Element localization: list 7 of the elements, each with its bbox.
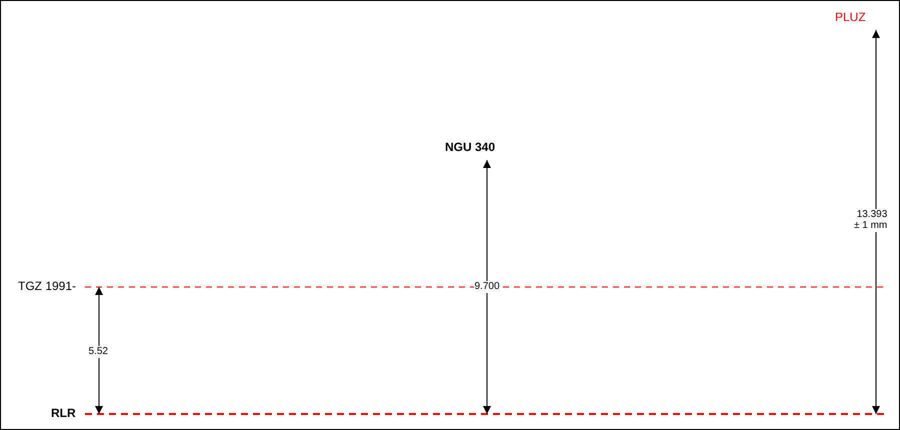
level-label: PLUZ [835,11,866,25]
level-label: TGZ 1991- [18,280,76,294]
dimension-value: 13.393 ± 1 mm [853,208,888,232]
level-label: RLR [51,407,76,421]
level-label: NGU 340 [445,141,496,155]
dimension-value: 5.52 [88,346,109,358]
dimension-value: 9.700 [474,281,501,292]
